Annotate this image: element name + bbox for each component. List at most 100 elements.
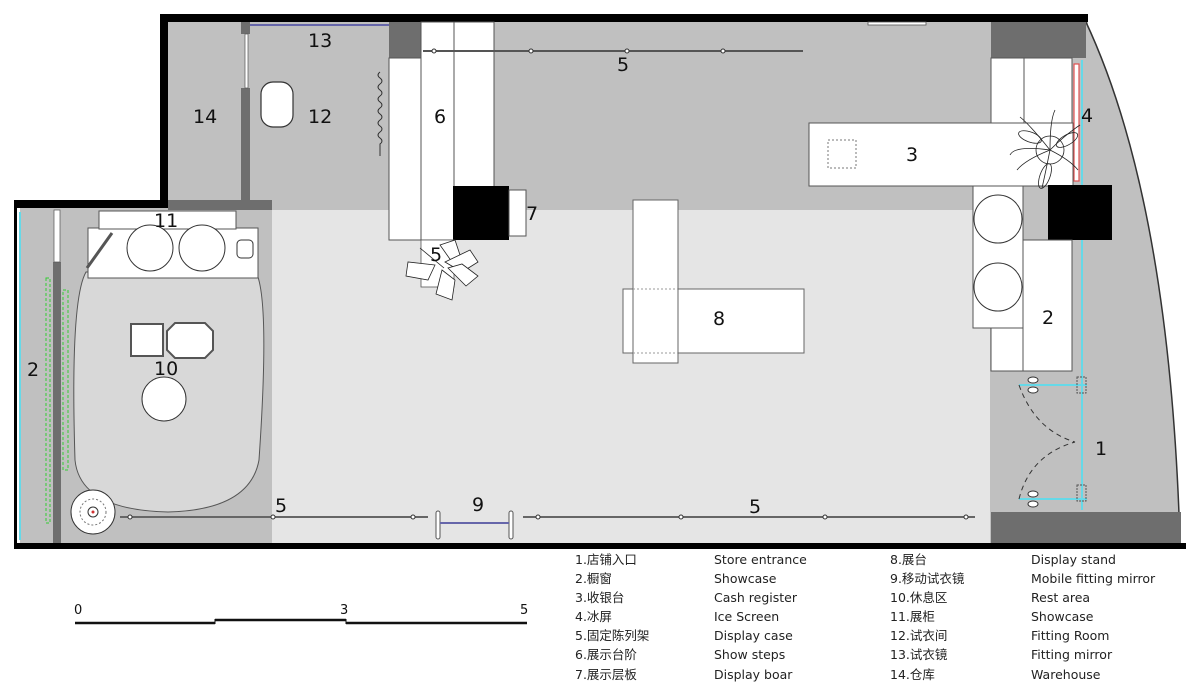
label-8: 8 <box>713 308 725 330</box>
cash-register-pos <box>827 139 857 169</box>
label-12: 12 <box>308 106 332 128</box>
top-wall-fixture <box>867 21 927 26</box>
wall-left <box>14 200 17 549</box>
rest-area-octagon-table <box>166 322 214 359</box>
legend-item: 11.展柜 <box>890 609 935 625</box>
display-board-shelf <box>508 189 527 237</box>
legend-item: 1.店铺入口 <box>575 552 637 567</box>
label-13: 13 <box>308 30 332 52</box>
walls <box>14 14 1186 549</box>
scale-tick-3: 3 <box>340 603 349 618</box>
column-top-mid <box>389 22 421 58</box>
legend-item: 6.展示台阶 <box>575 647 637 663</box>
legend-item: Cash register <box>714 590 798 606</box>
display-case-top <box>423 48 803 54</box>
label-5-bottom-left: 5 <box>275 495 287 517</box>
label-3: 3 <box>906 144 918 166</box>
legend-item: Show steps <box>714 647 786 663</box>
legend-item: 13.试衣镜 <box>890 647 948 663</box>
wall-left-top <box>14 200 168 208</box>
legend-item: Rest area <box>1031 590 1091 606</box>
rest-area-side-table <box>130 323 164 357</box>
curved-facade-line <box>1084 19 1181 544</box>
legend-left-en: Store entrance Showcase Cash register Ic… <box>714 550 807 684</box>
plant-icon-right <box>1009 109 1081 189</box>
legend-item: Display boar <box>714 666 793 682</box>
label-11: 11 <box>154 210 178 232</box>
legend-left-cn: 1.店铺入口 2.橱窗 3.收银台 4.冰屏 5.固定陈列架 6.展示台阶 7.… <box>575 550 649 684</box>
showcase-right-disc-2 <box>973 262 1023 312</box>
display-stand-tall <box>632 199 679 364</box>
show-step-3 <box>453 21 495 188</box>
legend-item: 10.休息区 <box>890 590 948 606</box>
label-1: 1 <box>1095 438 1107 460</box>
legend-item: 7.展示层板 <box>575 666 637 682</box>
legend-item: 3.收银台 <box>575 590 625 606</box>
floor-main-area <box>270 210 990 543</box>
mobile-fitting-mirror[interactable] <box>435 510 514 540</box>
label-5-plant: 5 <box>430 244 442 266</box>
showcase-right-window <box>1022 239 1073 372</box>
display-board-block <box>453 186 509 240</box>
left-showcase-rail-1 <box>45 277 51 524</box>
legend-item: Fitting mirror <box>1031 647 1113 663</box>
legend-item: Fitting Room <box>1031 628 1110 644</box>
legend-item: Display stand <box>1031 552 1116 567</box>
fitting-room-stool <box>260 81 294 128</box>
cash-register <box>808 122 1074 187</box>
column-bottom-right <box>991 512 1181 543</box>
partition-wall <box>241 88 250 210</box>
label-2-left: 2 <box>27 359 39 381</box>
legend-item: Ice Screen <box>714 609 780 625</box>
label-5-top: 5 <box>617 54 629 76</box>
floor-entrance-area <box>990 20 1180 543</box>
plant-icon-left <box>405 239 479 301</box>
label-10: 10 <box>154 358 178 380</box>
window-door <box>53 209 61 263</box>
legend-item: Display case <box>714 628 793 644</box>
legend-right-en: Display stand Mobile fitting mirror Rest… <box>1031 550 1155 684</box>
scale-tick-0: 0 <box>74 603 83 618</box>
legend-item: 12.试衣间 <box>890 628 948 644</box>
column-top-right <box>991 22 1086 58</box>
window-inner-wall <box>53 262 61 543</box>
wall-bottom <box>14 543 1186 549</box>
scale-tick-5: 5 <box>520 603 529 618</box>
rest-area-sofa <box>87 227 259 279</box>
label-7: 7 <box>526 203 538 225</box>
legend-item: Showcase <box>714 571 777 587</box>
legend-item: Mobile fitting mirror <box>1031 571 1156 587</box>
legend-item: 8.展台 <box>890 552 927 567</box>
legend-item: 4.冰屏 <box>575 609 612 625</box>
right-display-block <box>1048 185 1112 240</box>
scale-bar <box>75 618 527 625</box>
showcase-cabinet-11 <box>98 210 237 230</box>
showcase-right-disc-1 <box>973 194 1023 244</box>
label-5-bottom-right: 5 <box>749 496 761 518</box>
label-6: 6 <box>434 106 446 128</box>
show-step-2 <box>420 21 455 241</box>
legend-item: Store entrance <box>714 552 807 567</box>
entrance-door[interactable] <box>1018 371 1087 510</box>
partition-bottom <box>168 200 272 210</box>
left-showcase-rail-2 <box>62 289 69 471</box>
ice-screen <box>1073 63 1080 182</box>
legend-item: 2.橱窗 <box>575 571 612 587</box>
legend-right-cn: 8.展台 9.移动试衣镜 10.休息区 11.展柜 12.试衣间 13.试衣镜 … <box>890 550 964 684</box>
zone-labels: 1 2 2 3 4 5 5 5 5 6 7 8 9 10 11 12 13 14 <box>27 30 1107 518</box>
wall-top <box>160 14 1088 22</box>
rest-area-round-table <box>141 376 187 422</box>
wall-upper-left <box>160 14 168 206</box>
label-2-right: 2 <box>1042 307 1054 329</box>
display-case-bottom <box>120 514 975 520</box>
label-14: 14 <box>193 106 217 128</box>
partition-stub <box>241 22 250 34</box>
label-4: 4 <box>1081 105 1093 127</box>
legend-item: Showcase <box>1031 609 1094 625</box>
label-9: 9 <box>472 494 484 516</box>
legend-item: 14.仓库 <box>890 666 935 682</box>
right-cabinet-b <box>1023 57 1073 124</box>
fitting-room-curtain <box>377 71 383 156</box>
legend-item: 5.固定陈列架 <box>575 628 650 644</box>
